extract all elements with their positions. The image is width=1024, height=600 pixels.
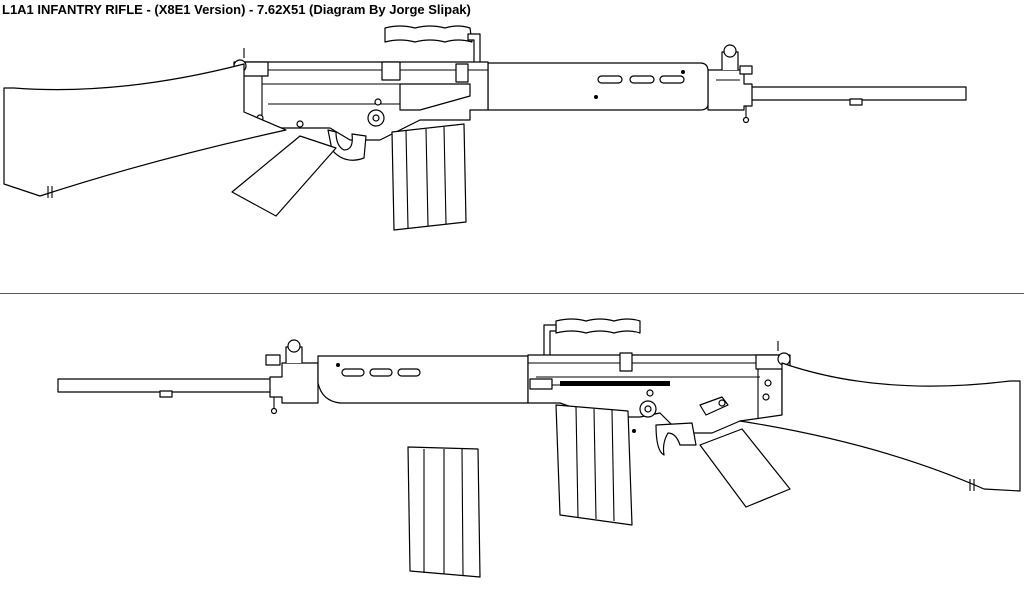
trigger-guard: [656, 423, 696, 455]
pistol-grip: [700, 429, 790, 507]
rifle-right-view: [0, 293, 1024, 600]
handguard: [488, 63, 708, 110]
handguard: [318, 356, 528, 403]
barrel: [748, 87, 966, 105]
front-sight: [266, 340, 318, 414]
trigger-guard: [328, 130, 366, 160]
pistol-grip: [232, 136, 336, 216]
carry-handle: [385, 26, 480, 78]
stock: [4, 64, 286, 198]
view-divider: [0, 293, 1024, 294]
barrel: [58, 379, 272, 397]
receiver: [242, 62, 488, 150]
magazine: [392, 124, 466, 230]
rifle-left-view: [0, 0, 1024, 293]
stock: [740, 363, 1020, 491]
diagram-title: L1A1 INFANTRY RIFLE - (X8E1 Version) - 7…: [2, 2, 471, 17]
front-sight: [708, 45, 752, 123]
detached-magazine: [408, 447, 480, 577]
magazine: [556, 405, 636, 525]
rear-sight: [756, 341, 790, 369]
